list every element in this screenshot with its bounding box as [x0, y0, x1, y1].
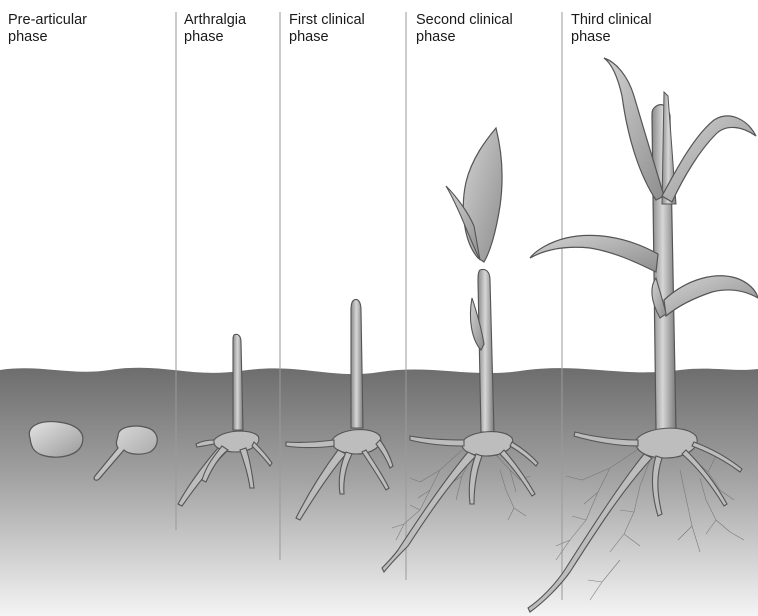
phase-label-line2: phase: [184, 29, 224, 45]
seed-dormant: [29, 422, 83, 457]
phase-label-line2: phase: [571, 29, 611, 45]
phase-label-first-clinical: First clinical phase: [289, 12, 369, 45]
phase-label-line1: First clinical: [289, 12, 365, 28]
phase-label-line2: phase: [416, 29, 456, 45]
phase-label-line1: Third clinical: [571, 12, 652, 28]
phase-label-line2: phase: [289, 29, 329, 45]
phase-label-line1: Pre-articular: [8, 12, 87, 28]
soil: [0, 368, 758, 616]
phase-label-arthralgia: Arthralgia phase: [184, 12, 250, 45]
phase-label-line1: Second clinical: [416, 12, 513, 28]
phase-label-second-clinical: Second clinical phase: [416, 12, 517, 45]
phase-label-line2: phase: [8, 29, 48, 45]
phase-label-third-clinical: Third clinical phase: [571, 12, 656, 45]
phase-label-line1: Arthralgia: [184, 12, 247, 28]
phase-label-pre-articular: Pre-articular phase: [8, 12, 91, 45]
